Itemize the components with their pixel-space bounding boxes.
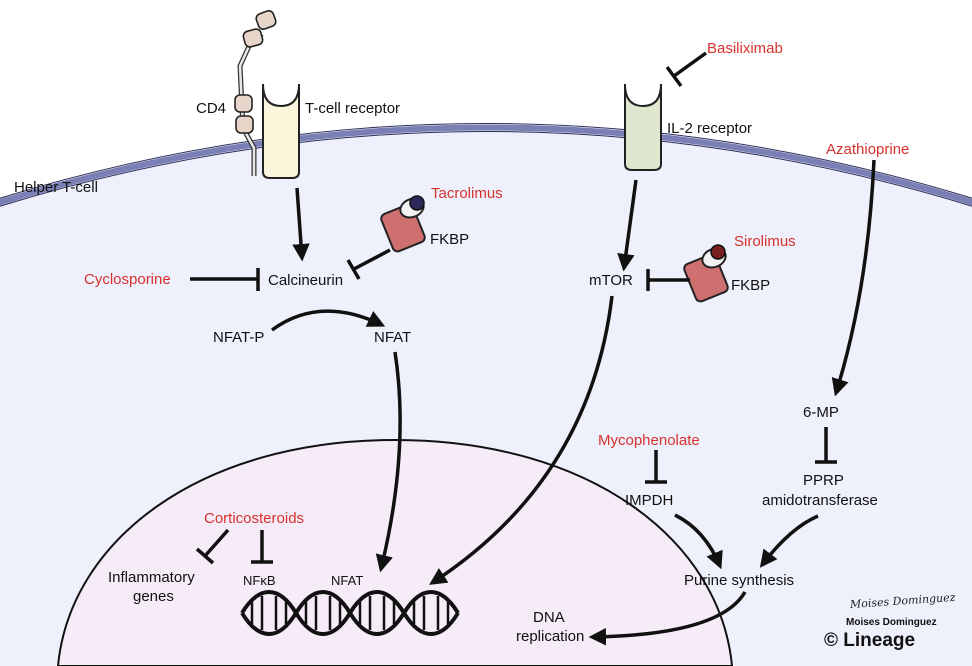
credit-brand: © Lineage — [824, 630, 915, 651]
cell-label: Helper T-cell — [14, 179, 98, 196]
cyclosporine-label: Cyclosporine — [84, 271, 171, 288]
arrow-nfatp-to-nfat — [270, 309, 386, 332]
fkbp-label-2: FKBP — [731, 277, 770, 294]
arrow-mtor-to-dna — [429, 295, 614, 585]
arrow-azathioprine-to-6mp — [831, 159, 876, 397]
sirolimus-label: Sirolimus — [734, 233, 796, 250]
impdh-label: IMPDH — [625, 492, 673, 509]
azathioprine-label: Azathioprine — [826, 141, 909, 158]
fkbp-label-1: FKBP — [430, 231, 469, 248]
inhibit-6mp — [815, 427, 837, 464]
cell-membrane — [0, 124, 972, 206]
arrow-purine-to-dna — [588, 591, 747, 646]
dna-label: DNA — [533, 609, 565, 626]
cd4-coreceptor — [234, 10, 277, 176]
tacrolimus-label: Tacrolimus — [431, 185, 503, 202]
tacrolimus-molecule — [409, 195, 425, 211]
nfat-nucleus-label: NFAT — [331, 573, 363, 588]
mycophenolate-label: Mycophenolate — [598, 432, 700, 449]
arrow-nfat-to-nucleus — [375, 351, 402, 573]
tcr-label: T-cell receptor — [305, 100, 400, 117]
arrow-pprp-to-purine — [759, 514, 819, 568]
basiliximab-label: Basiliximab — [707, 40, 783, 57]
6mp-label: 6-MP — [803, 404, 839, 421]
inflammatory-label: Inflammatory — [108, 569, 195, 586]
sirolimus-molecule — [710, 244, 726, 260]
inhibit-corticosteroids-genes — [195, 528, 230, 565]
inhibit-corticosteroids-nfkb — [251, 530, 273, 564]
dna-helix — [240, 590, 460, 636]
nucleus — [56, 438, 734, 666]
amidotransferase-label: amidotransferase — [762, 492, 878, 509]
pprp-label: PPRP — [803, 472, 844, 489]
calcineurin-label: Calcineurin — [268, 272, 343, 289]
nfat-p-label: NFAT-P — [213, 329, 264, 346]
mtor-label: mTOR — [589, 272, 633, 289]
fkbp-tacrolimus-complex — [380, 195, 426, 253]
inhibit-cyclosporine — [190, 268, 260, 291]
t-cell-receptor — [262, 83, 300, 179]
genes-label: genes — [133, 588, 174, 605]
inhibit-mycophenolate — [645, 450, 667, 484]
credit-author: Moises Dominguez — [846, 617, 937, 628]
il2-receptor — [624, 83, 662, 171]
il2-receptor-label: IL-2 receptor — [667, 120, 752, 137]
arrow-il2r-to-mtor — [617, 179, 638, 272]
nfkb-label: NFκB — [243, 573, 276, 588]
fkbp-sirolimus-complex — [683, 244, 729, 303]
arrow-impdh-to-purine — [674, 513, 723, 570]
inhibit-fkbp-mtor — [646, 269, 690, 291]
inhibit-basiliximab — [665, 51, 708, 88]
cd4-label: CD4 — [196, 100, 226, 117]
inhibit-fkbp-calcineurin — [346, 248, 391, 280]
arrow-tcr-to-calcineurin — [292, 187, 310, 262]
nfat-label: NFAT — [374, 329, 411, 346]
purine-synthesis-label: Purine synthesis — [684, 572, 794, 589]
corticosteroids-label: Corticosteroids — [204, 510, 304, 527]
replication-label: replication — [516, 628, 584, 645]
